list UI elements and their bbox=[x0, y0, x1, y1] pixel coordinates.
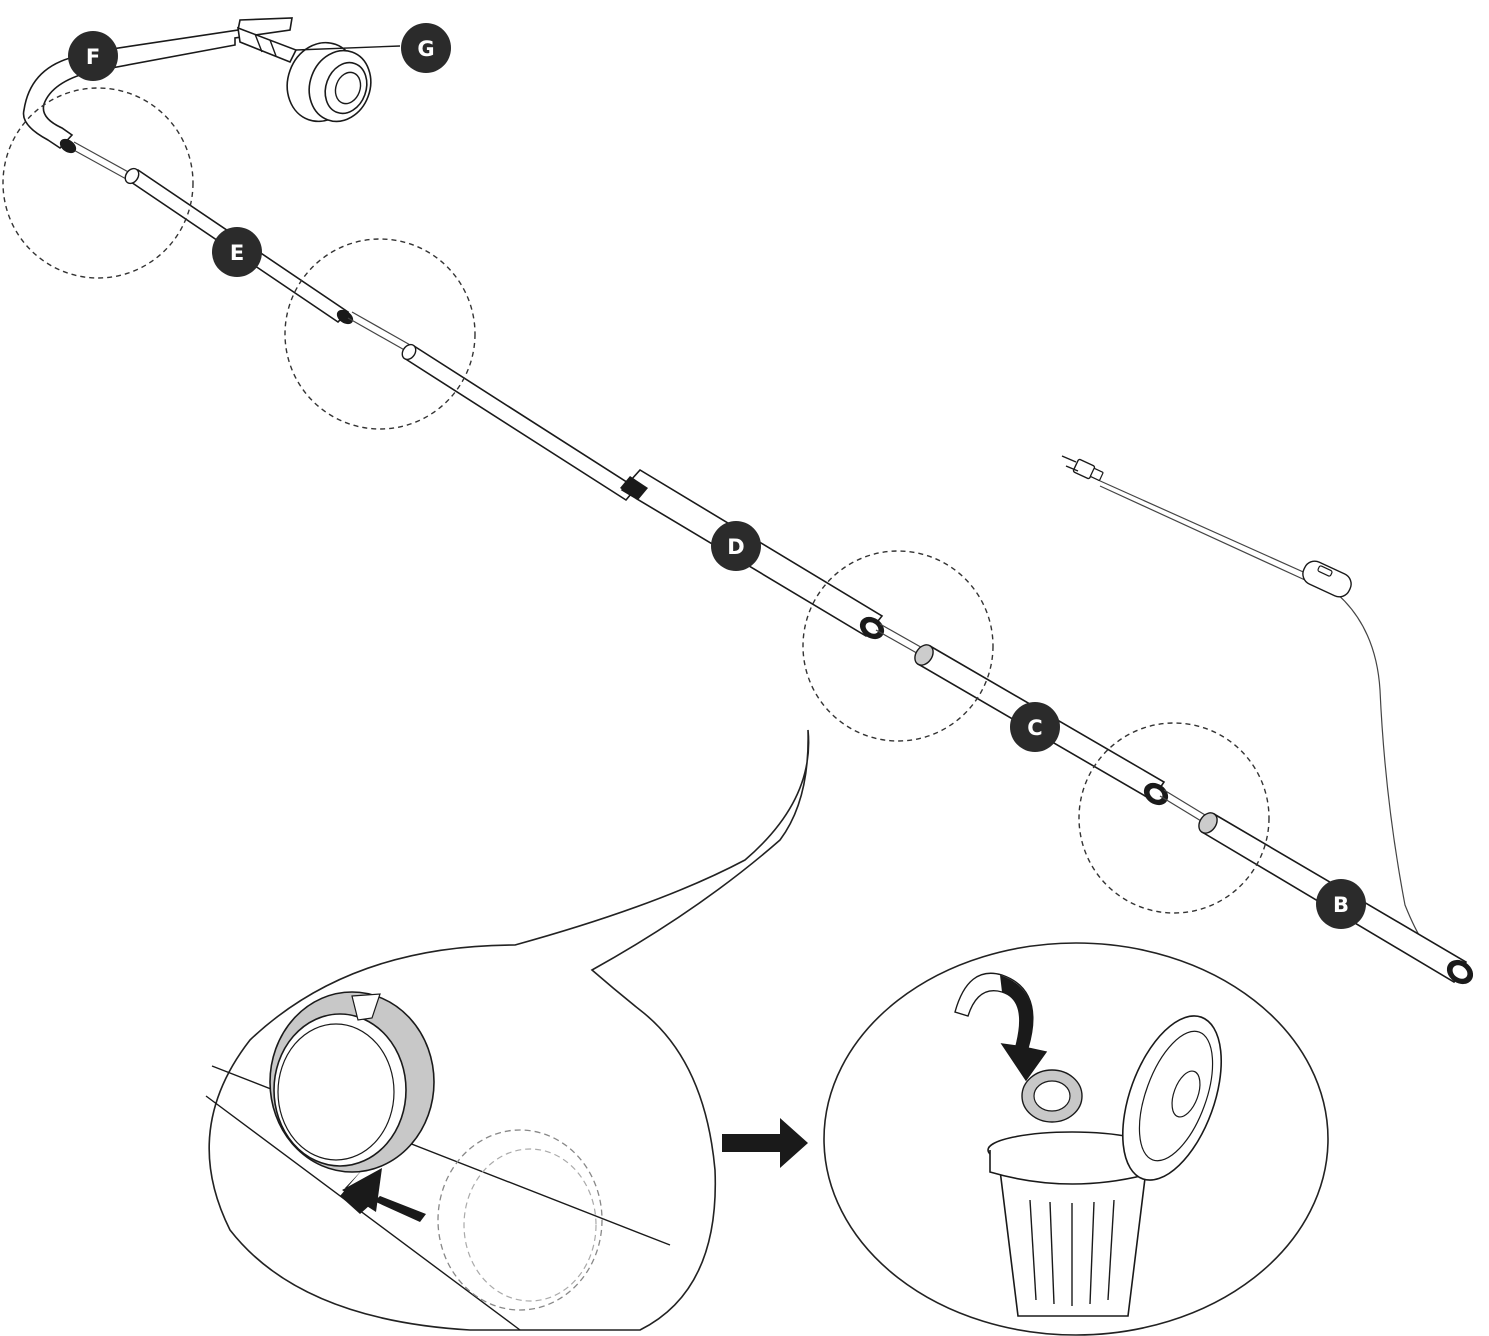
inline-switch-icon bbox=[1302, 560, 1352, 598]
detail-bubble-dispose bbox=[823, 942, 1329, 1336]
power-cord bbox=[1061, 455, 1426, 946]
detail-circle-d-c bbox=[802, 550, 994, 742]
lamp-pole bbox=[22, 17, 1474, 985]
label-badge-d: D bbox=[711, 521, 761, 571]
lamp-socket-icon bbox=[286, 41, 401, 123]
label-badge-e: E bbox=[212, 227, 262, 277]
label-badge-f: F bbox=[68, 31, 118, 81]
detail-bubble-remove-ring bbox=[205, 729, 810, 1331]
label-badge-g: G bbox=[401, 23, 451, 73]
plug-icon bbox=[1061, 455, 1104, 481]
label-text-f: F bbox=[86, 45, 100, 69]
label-text-g: G bbox=[417, 37, 434, 61]
label-text-c: C bbox=[1027, 716, 1042, 740]
label-badge-c: C bbox=[1010, 702, 1060, 752]
label-text-e: E bbox=[230, 241, 244, 265]
spacer-ring-icon bbox=[269, 991, 435, 1173]
detail-circle-c-b bbox=[1078, 722, 1270, 914]
arrow-icon bbox=[340, 1168, 426, 1222]
trash-can-icon bbox=[987, 1015, 1223, 1317]
label-text-d: D bbox=[727, 535, 744, 559]
next-step-arrow-icon bbox=[722, 1118, 808, 1168]
label-badge-b: B bbox=[1316, 879, 1366, 929]
label-text-b: B bbox=[1333, 893, 1349, 917]
detail-circle-e-d bbox=[284, 238, 476, 430]
detail-circle-f-e bbox=[2, 87, 194, 279]
